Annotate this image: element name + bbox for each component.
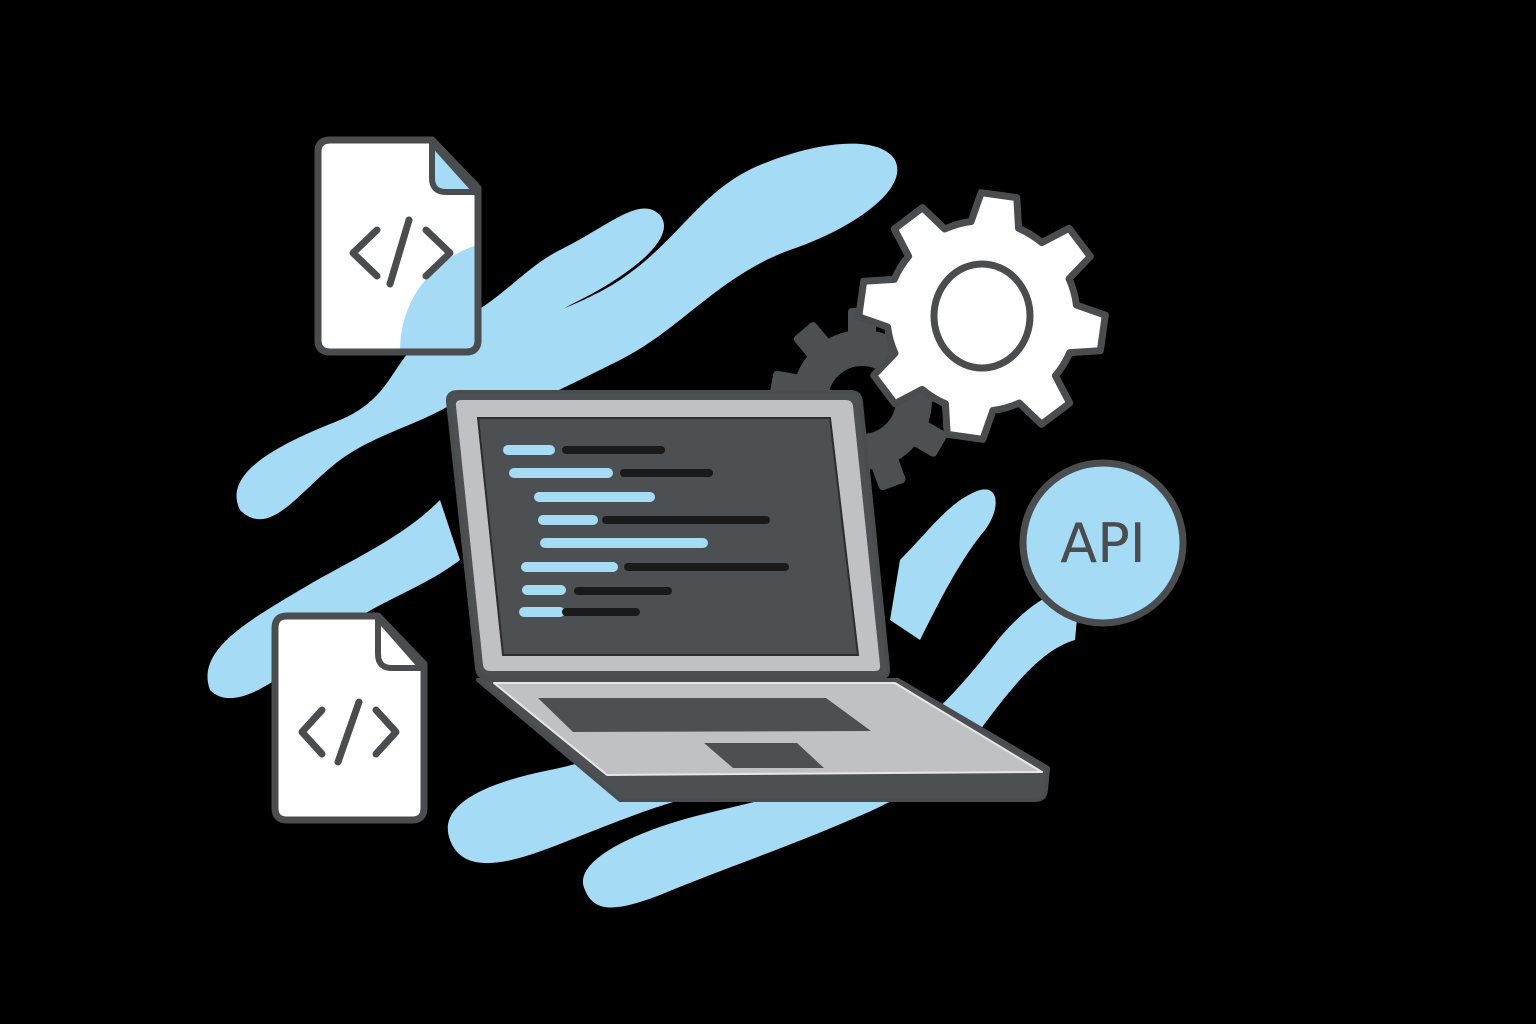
keyboard-area	[538, 698, 871, 732]
wave-shapes	[207, 143, 1080, 908]
code-lines	[503, 445, 789, 617]
code-brackets-icon	[349, 216, 454, 288]
code-file-top	[314, 136, 482, 356]
laptop-screen	[445, 390, 891, 680]
gear-light-icon	[855, 189, 1109, 443]
code-brackets-icon	[298, 698, 400, 766]
api-badge: API	[1019, 459, 1187, 627]
laptop-base	[476, 678, 1050, 802]
laptop	[445, 390, 1050, 802]
trackpad	[704, 743, 824, 768]
code-file-bottom	[271, 612, 428, 824]
api-label: API	[1060, 512, 1145, 575]
